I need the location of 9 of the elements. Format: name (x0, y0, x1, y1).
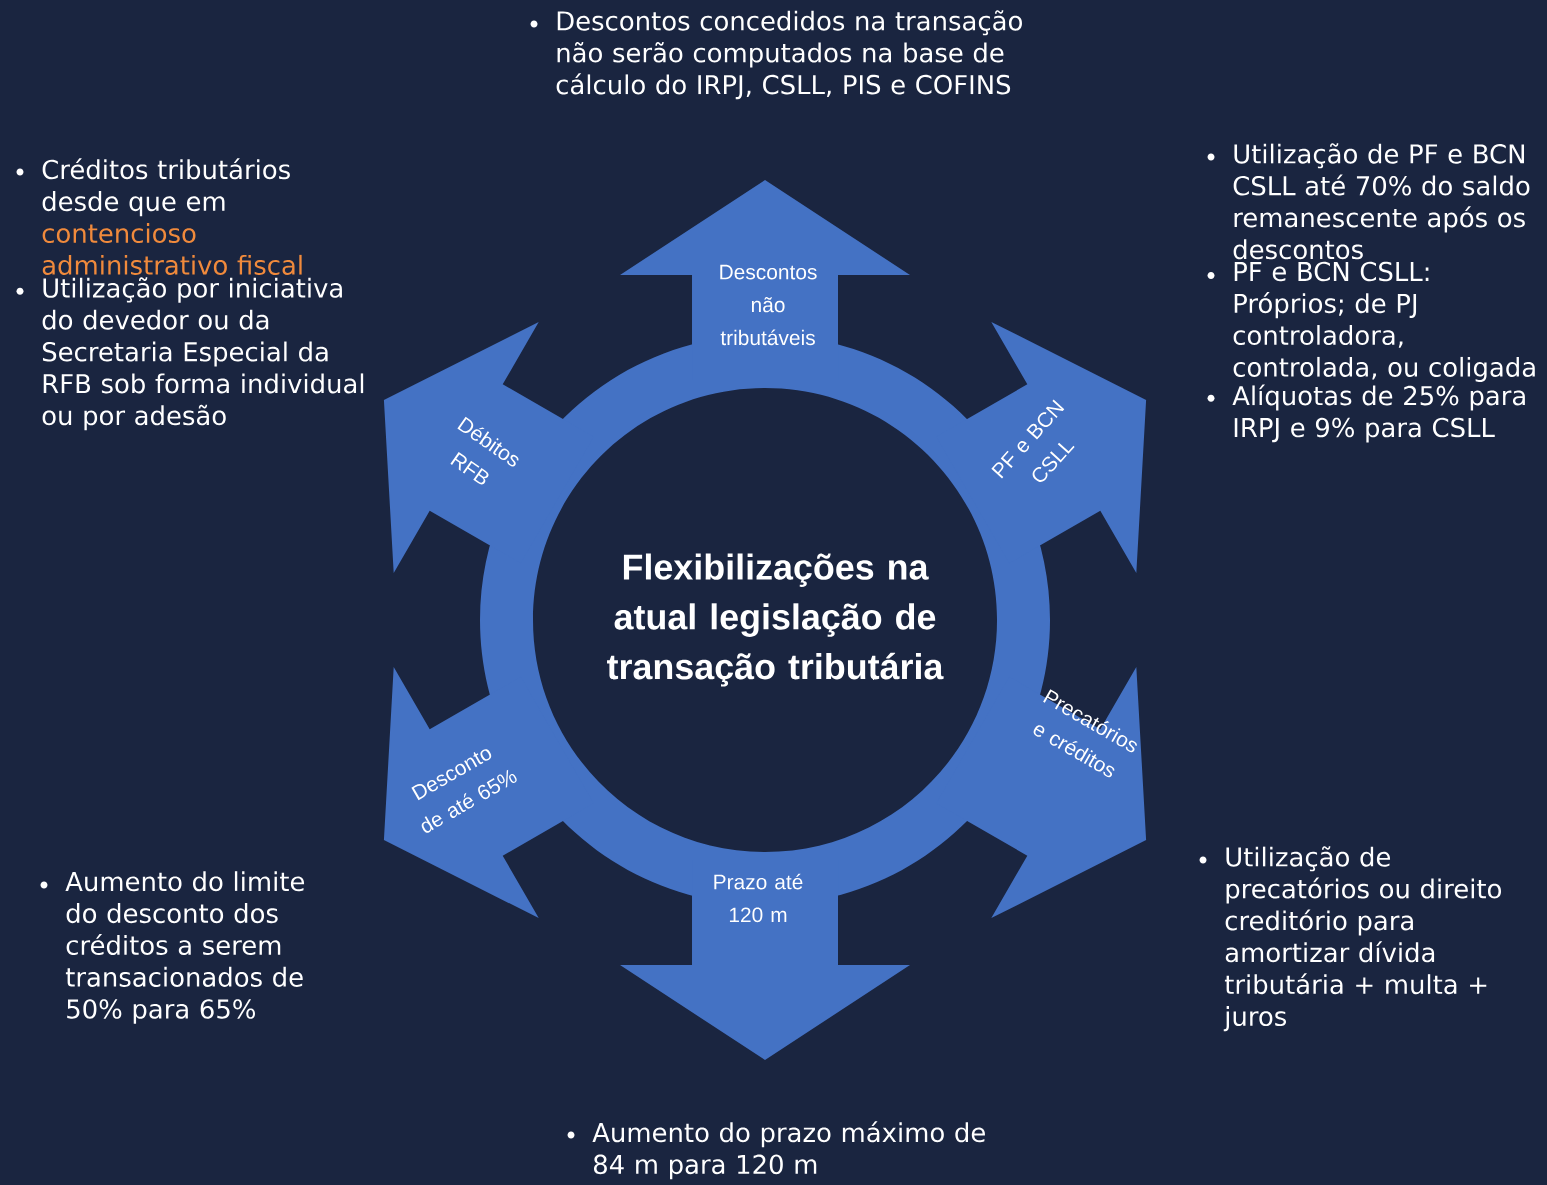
bullet-text: Aumento do prazo máximo de 84 m para 120 m (592, 1121, 985, 1180)
bullet-text: Créditos tributários desde que em contencioso administrativo fiscal (42, 158, 302, 275)
bullet-text: Utilização de precatórios ou direito creditório para amortizar dívida tributária + multa + juros (1223, 846, 1501, 1032)
bullet-text: Descontos concedidos na transação não serão computados na base de cálculo do IRPJ, CSLL, PIS e COFINS (556, 10, 1022, 100)
bullet-text: Utilização de PF e BCN CSLL até 70% do saldo remanescente após os descontos (1233, 143, 1530, 260)
bullet-text: Utilização por iniciativa do devedor ou da Secretaria Especial da RFB sob forma individual ou por adesão (42, 277, 364, 431)
bullet-text: Aumento do limite do desconto dos créditos a serem transacionados de 50% para 65% (65, 871, 305, 1024)
bullet-text: PF e BCN CSLL: Próprios; de PJ controladora, controlada, ou coligada (1233, 261, 1535, 382)
bullet-text: Alíquotas de 25% para IRPJ e 9% para CSLL (1232, 384, 1525, 443)
